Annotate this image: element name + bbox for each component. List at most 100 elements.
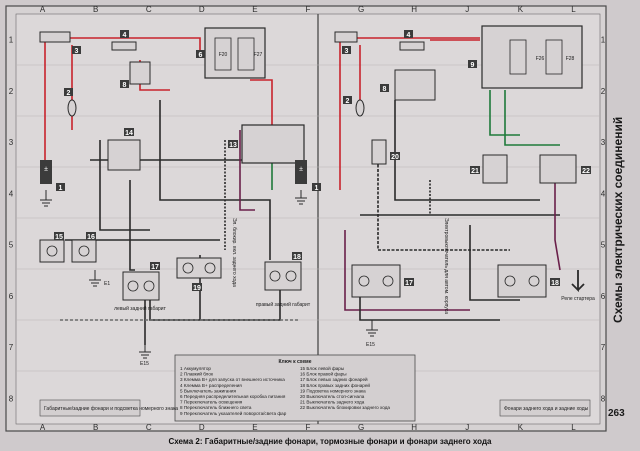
svg-text:2: 2: [346, 98, 350, 105]
reverse-lockout-switch: [539, 154, 577, 184]
stop-light-switch: [371, 139, 387, 165]
left-components: ± 1 2 3 4 8 F20 F27: [39, 27, 311, 367]
wire-purple: [239, 130, 255, 211]
wire-dashed: [377, 160, 510, 251]
legend-item: 4 Клемма B+ распределения: [180, 383, 242, 388]
svg-text:F28: F28: [566, 56, 575, 62]
svg-text:17: 17: [151, 264, 159, 271]
ruler-letter: E: [252, 5, 257, 14]
legend-item: 18 Блок правых задних фонарей: [300, 382, 370, 388]
ruler-letter: J: [465, 5, 469, 14]
terminal-symbol: [334, 31, 358, 43]
fuse-symbol: [355, 99, 365, 117]
ruler-number: 8: [601, 394, 606, 403]
ruler-letter: L: [571, 423, 576, 432]
svg-text:18: 18: [293, 254, 301, 261]
svg-text:2: 2: [67, 90, 71, 97]
ruler-letter: K: [518, 423, 524, 432]
ruler-letter: B: [93, 423, 98, 432]
reverse-switch: [482, 154, 508, 184]
svg-text:15: 15: [55, 234, 63, 241]
right-components: 3 4 2 ± 1 8 F26 F28 9: [295, 25, 595, 348]
ruler-number: 5: [9, 241, 14, 250]
ruler-number: 4: [9, 189, 14, 198]
combination-switch: [241, 124, 305, 164]
wire-red: [250, 79, 273, 130]
ground-icon: [40, 190, 52, 207]
svg-text:9: 9: [471, 62, 475, 69]
left-note-text: Габаритные/задние фонари и подсветка ном…: [44, 406, 178, 412]
svg-text:3: 3: [345, 48, 349, 55]
svg-text:±: ±: [299, 166, 303, 173]
legend-item: 7 Переключатель освещения: [180, 400, 243, 405]
right-note-text: Фонари заднего хода и задние ходы: [504, 406, 589, 412]
rear-lamp-right: [264, 261, 302, 291]
ruler-number: 7: [601, 343, 606, 352]
legend-item: 17 Блок левых задних фонарей: [300, 376, 368, 382]
ruler-letter: D: [199, 423, 205, 432]
fuse-link-symbol: [111, 41, 137, 51]
ground-icon: [139, 345, 151, 359]
wire-dark: [159, 100, 271, 260]
legend-item: 2 Плавкий блок: [180, 371, 214, 377]
rear-lamp-right: [497, 264, 547, 298]
svg-text:6: 6: [199, 52, 203, 59]
wire-dark: [359, 295, 500, 321]
legend-item: 19 Подсветка номерного знака: [300, 388, 366, 393]
legend-item: 1 Аккумулятор: [180, 366, 211, 371]
battery-symbol: [295, 160, 307, 184]
ruler-number: 2: [601, 87, 606, 96]
wire-green: [504, 90, 560, 146]
legend-item: 16 Блок правой фары: [300, 371, 347, 377]
ruler-letter: C: [146, 423, 152, 432]
svg-text:правый задний габарит: правый задний габарит: [256, 301, 311, 308]
svg-text:E15: E15: [366, 342, 375, 348]
svg-text:F26: F26: [536, 56, 545, 62]
light-switch-symbol: [107, 139, 141, 171]
ruler-number: 1: [601, 36, 606, 45]
svg-text:Электровыключатель для автом.: Электровыключатель для автом. корпуса: [443, 218, 449, 314]
svg-text:17: 17: [405, 280, 413, 287]
wire-purple: [344, 230, 470, 311]
legend-item: 15 Блок левой фары: [300, 365, 344, 371]
svg-text:21: 21: [471, 168, 479, 175]
legend-title: Ключ к схеме: [278, 359, 311, 365]
ruler-number: 6: [9, 292, 14, 301]
ruler-number: 6: [601, 292, 606, 301]
switch-symbol: [394, 69, 436, 101]
svg-text:E15: E15: [140, 361, 149, 367]
ruler-letter: L: [571, 5, 576, 14]
ground-icon: [295, 190, 307, 205]
switch-symbol: [129, 61, 151, 85]
ground-icon: [89, 270, 101, 287]
ruler-letter: F: [306, 423, 311, 432]
ruler-number: 8: [9, 394, 14, 403]
wire-green: [489, 90, 520, 136]
number-plate-lamp: [176, 257, 222, 279]
battery-symbol: [40, 160, 52, 184]
ruler-letter: J: [465, 423, 469, 432]
fuse-link-symbol: [399, 41, 425, 51]
ruler-number: 3: [9, 138, 14, 147]
ruler-letter: E: [252, 423, 257, 432]
ruler-number: 2: [9, 87, 14, 96]
ruler-number: 3: [601, 138, 606, 147]
legend-item: 3 Клемма B+ для запуска от внешнего исто…: [180, 377, 285, 382]
svg-text:8: 8: [383, 86, 387, 93]
ruler-letter: H: [411, 423, 417, 432]
page-number: 263: [608, 408, 625, 419]
svg-text:16: 16: [87, 234, 95, 241]
wire-dark: [99, 140, 150, 231]
svg-text:18: 18: [551, 280, 559, 287]
svg-text:19: 19: [193, 285, 201, 292]
ruler-number: 7: [9, 343, 14, 352]
ruler-letter: D: [199, 5, 205, 14]
legend-item: 5 Выключатель зажигания: [180, 388, 236, 393]
ruler-letter: G: [358, 423, 364, 432]
legend-item: 8 Переключатель ближнего света: [180, 405, 252, 410]
fuse-symbol: [67, 99, 77, 117]
